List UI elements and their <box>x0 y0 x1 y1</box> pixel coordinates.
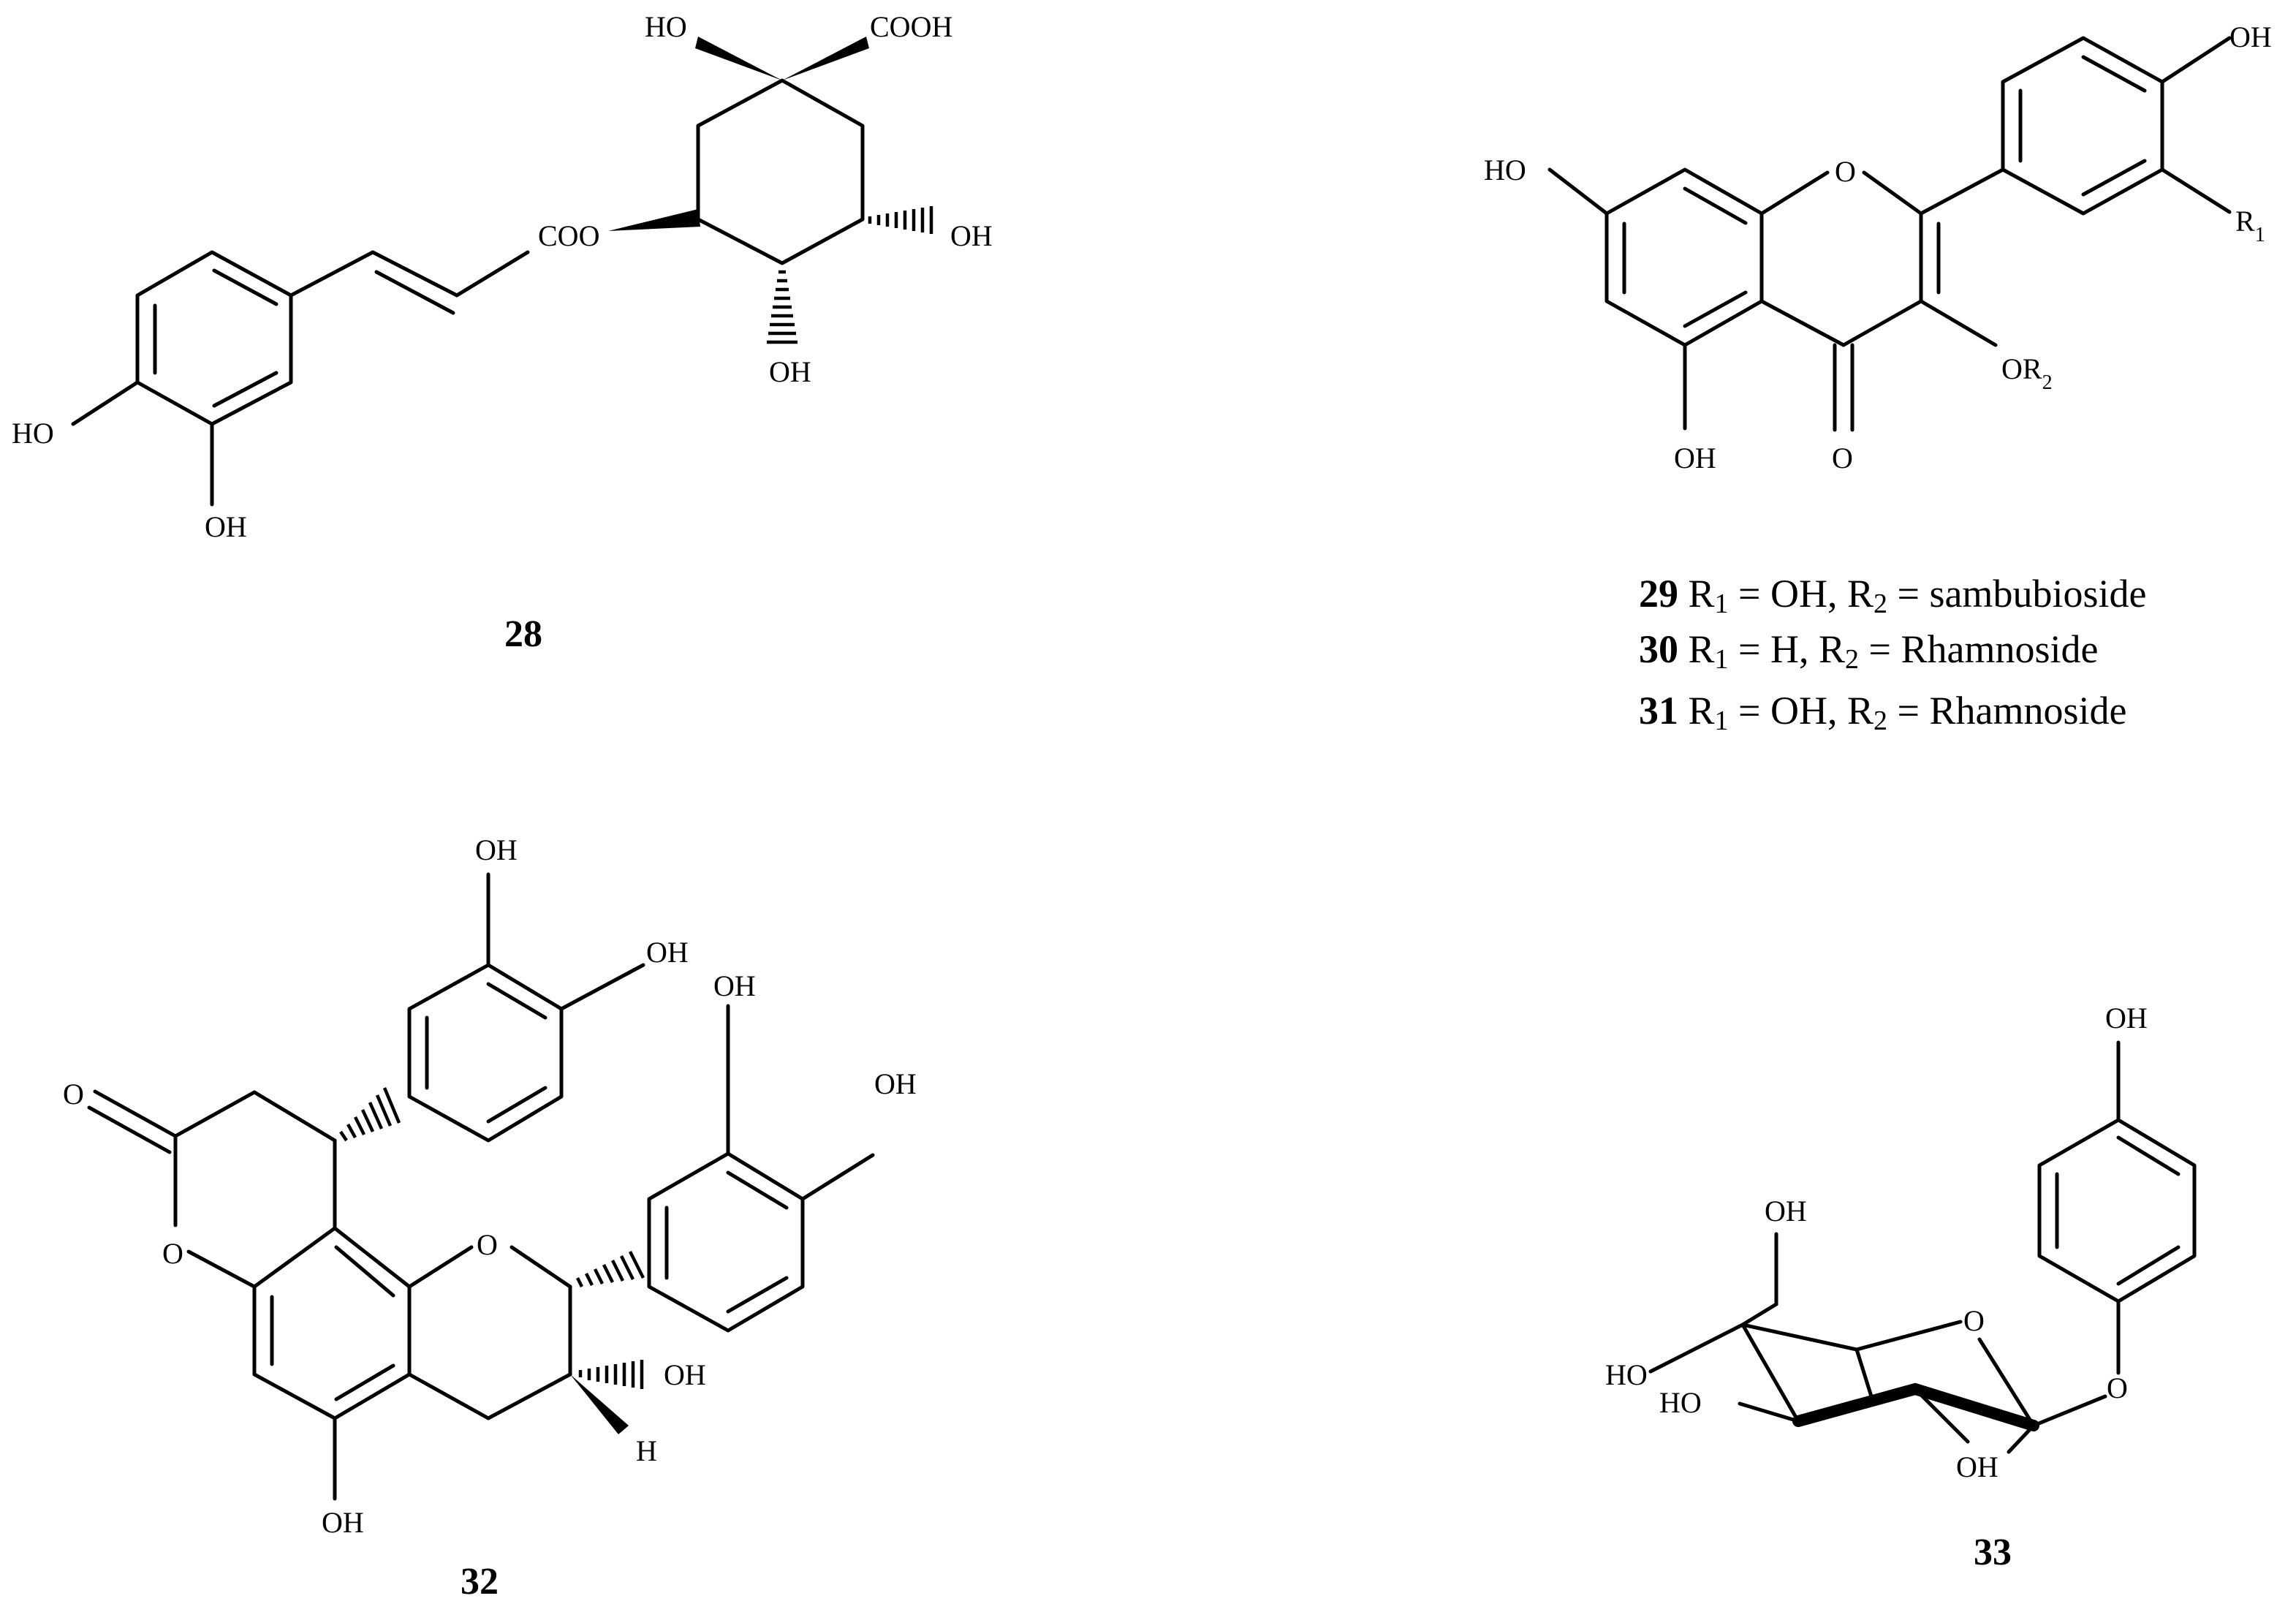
c33-ho-4: HO <box>1605 1358 1648 1391</box>
c32-hash-c4 <box>339 1087 401 1142</box>
c32-h: H <box>636 1434 657 1467</box>
c32-oh-top-b: OH <box>646 936 689 969</box>
c32-oh-right-b: OH <box>874 1067 917 1100</box>
c28-oh-bottom: OH <box>769 355 811 388</box>
c29-oh-4prime: OH <box>2229 20 2272 53</box>
compound-29-31-structure <box>1547 36 2232 432</box>
c33-oh-2: OH <box>1956 1450 1998 1483</box>
legend-row-31: 31 R1 = OH, R2 = Rhamnoside <box>1639 689 2126 736</box>
c29-ring-o: O <box>1835 155 1856 188</box>
c32-hash-oh <box>578 1360 644 1389</box>
c32-oh-right-a: OH <box>713 969 756 1002</box>
c33-ring-o: O <box>1963 1304 1985 1337</box>
c28-oh-ring: OH <box>205 510 247 543</box>
c32-oh-3: OH <box>664 1358 706 1391</box>
compound-28-id: 28 <box>504 613 542 655</box>
compound-33-structure <box>1648 1040 2197 1454</box>
c29-oh-5: OH <box>1674 442 1716 474</box>
c32-hash-c2 <box>575 1250 645 1288</box>
c32-oh-top-a: OH <box>475 833 518 866</box>
c28-cooh: COOH <box>870 10 952 43</box>
legend-row-30: 30 R1 = H, R2 = Rhamnoside <box>1639 627 2098 675</box>
legend-row-29: 29 R1 = OH, R2 = sambubioside <box>1639 572 2146 619</box>
c29-carbonyl-o: O <box>1832 442 1853 474</box>
c28-ho-left: HO <box>12 417 54 450</box>
c32-pyran-o: O <box>477 1228 498 1261</box>
c28-coo: COO <box>538 219 599 252</box>
c32-oh-5: OH <box>322 1506 364 1539</box>
c32-carbonyl-o: O <box>63 1078 84 1110</box>
c28-oh-right: OH <box>950 219 993 252</box>
c33-oh-phenol: OH <box>2105 1002 2148 1034</box>
c29-r1: R1 <box>2235 205 2265 246</box>
hash-bond-oh-bottom <box>767 270 797 344</box>
c32-lactone-o: O <box>162 1237 183 1270</box>
c28-ho-top: HO <box>645 10 687 43</box>
compound-33-id: 33 <box>1974 1532 2012 1573</box>
c33-glyco-o: O <box>2107 1371 2128 1404</box>
c29-or2: OR2 <box>2001 352 2053 394</box>
compound-32-structure <box>87 872 875 1501</box>
c33-ho-3: HO <box>1659 1386 1702 1419</box>
compound-32-id: 32 <box>461 1561 499 1602</box>
hash-bond-oh-right <box>868 206 933 234</box>
c29-ho: HO <box>1484 154 1526 186</box>
compound-28-structure <box>71 37 933 507</box>
c33-oh-ch2: OH <box>1765 1195 1807 1227</box>
